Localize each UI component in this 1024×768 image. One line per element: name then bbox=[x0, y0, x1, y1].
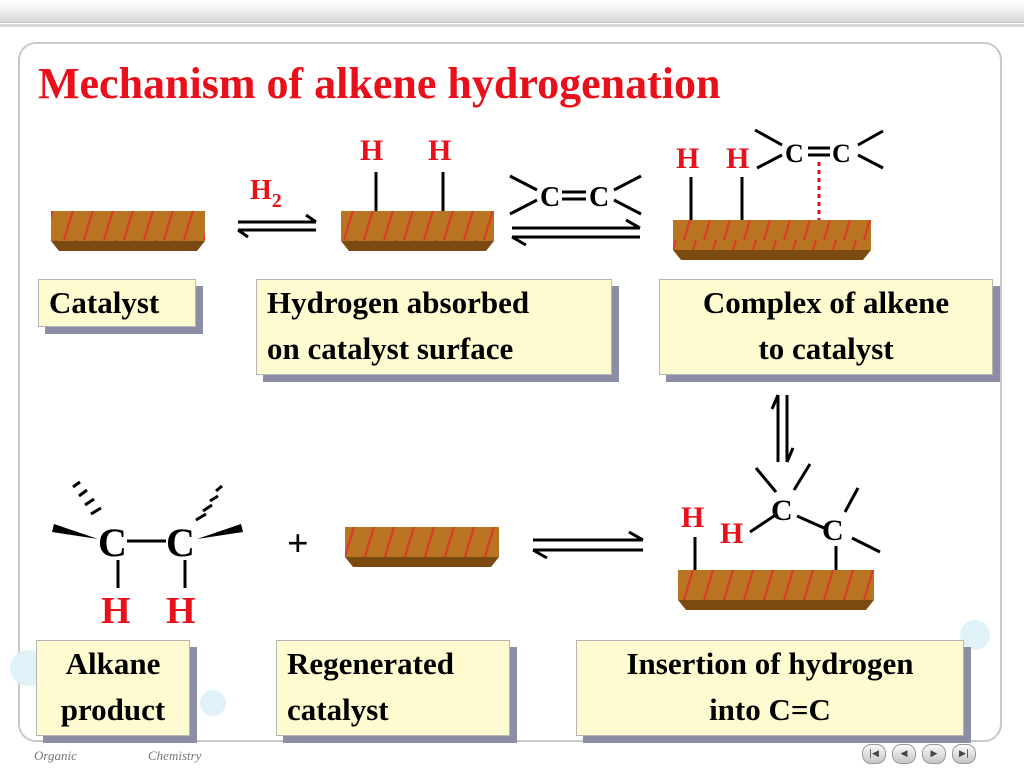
svg-text:C: C bbox=[166, 520, 195, 565]
svg-text:C: C bbox=[785, 139, 804, 168]
hydrogen-insertion-intermediate: H H C C bbox=[681, 463, 881, 570]
label-line: catalyst bbox=[287, 692, 389, 727]
svg-text:H: H bbox=[720, 517, 743, 550]
h2-molecule: H2 bbox=[250, 175, 282, 212]
label-catalyst: Catalyst bbox=[38, 279, 196, 327]
label-regenerated-catalyst: Regenerated catalyst bbox=[276, 640, 510, 736]
catalyst-surface-4 bbox=[345, 527, 499, 567]
catalyst-surface-3 bbox=[673, 220, 871, 260]
free-alkene: C C bbox=[509, 174, 642, 216]
footer-chemistry: Chemistry bbox=[148, 748, 202, 763]
catalyst-surface-1 bbox=[51, 211, 205, 251]
label-line: Insertion of hydrogen bbox=[626, 646, 914, 681]
label-alkene-complex: Complex of alkene to catalyst bbox=[659, 279, 993, 375]
svg-text:H: H bbox=[360, 134, 383, 167]
svg-text:C: C bbox=[771, 494, 793, 527]
adsorbed-hydrogens: H H bbox=[360, 134, 451, 211]
svg-text:H: H bbox=[101, 590, 131, 632]
background-bubble bbox=[200, 690, 226, 716]
label-line: on catalyst surface bbox=[267, 331, 514, 366]
label-line: Regenerated bbox=[287, 646, 454, 681]
background-bubble bbox=[960, 620, 990, 650]
first-slide-button[interactable]: |◀ bbox=[862, 744, 886, 764]
svg-text:H: H bbox=[681, 501, 704, 534]
equilibrium-arrow-vertical bbox=[770, 394, 795, 463]
slide-navigation: |◀ ◀ ▶ ▶| bbox=[862, 744, 976, 764]
svg-text:C: C bbox=[540, 182, 560, 213]
equilibrium-arrow-2 bbox=[511, 218, 641, 247]
label-line: Catalyst bbox=[49, 285, 160, 320]
equilibrium-arrow-1 bbox=[237, 213, 317, 239]
equilibrium-arrow-3 bbox=[532, 530, 644, 560]
label-line: product bbox=[60, 692, 166, 727]
label-line: Hydrogen absorbed bbox=[267, 285, 530, 320]
svg-text:H: H bbox=[726, 142, 749, 175]
next-slide-button[interactable]: ▶ bbox=[922, 744, 946, 764]
label-hydrogen-insertion: Insertion of hydrogen into C=C bbox=[576, 640, 964, 736]
alkene-catalyst-complex: H H C C bbox=[676, 128, 884, 220]
svg-text:H: H bbox=[166, 590, 196, 632]
catalyst-surface-2 bbox=[341, 211, 494, 251]
top-bar-line bbox=[0, 24, 1024, 27]
svg-text:C: C bbox=[98, 520, 127, 565]
alkane-product: C C H H bbox=[52, 480, 243, 632]
catalyst-surface-5 bbox=[678, 570, 874, 610]
label-line: into C=C bbox=[709, 692, 831, 727]
label-hydrogen-absorbed: Hydrogen absorbed on catalyst surface bbox=[256, 279, 612, 375]
footer-organic: Organic bbox=[34, 748, 77, 763]
slide-frame bbox=[18, 42, 1002, 742]
label-line: to catalyst bbox=[758, 331, 894, 366]
svg-text:C: C bbox=[822, 514, 844, 547]
svg-text:C: C bbox=[589, 182, 609, 213]
label-line: Alkane bbox=[65, 646, 161, 681]
svg-text:C: C bbox=[832, 139, 851, 168]
top-bar bbox=[0, 0, 1024, 23]
plus-sign: + bbox=[287, 523, 309, 565]
last-slide-button[interactable]: ▶| bbox=[952, 744, 976, 764]
label-line: Complex of alkene bbox=[702, 285, 950, 320]
svg-text:H: H bbox=[676, 142, 699, 175]
label-alkane-product: Alkane product bbox=[36, 640, 190, 736]
previous-slide-button[interactable]: ◀ bbox=[892, 744, 916, 764]
slide-title: Mechanism of alkene hydrogenation bbox=[38, 59, 721, 108]
svg-text:H: H bbox=[428, 134, 451, 167]
